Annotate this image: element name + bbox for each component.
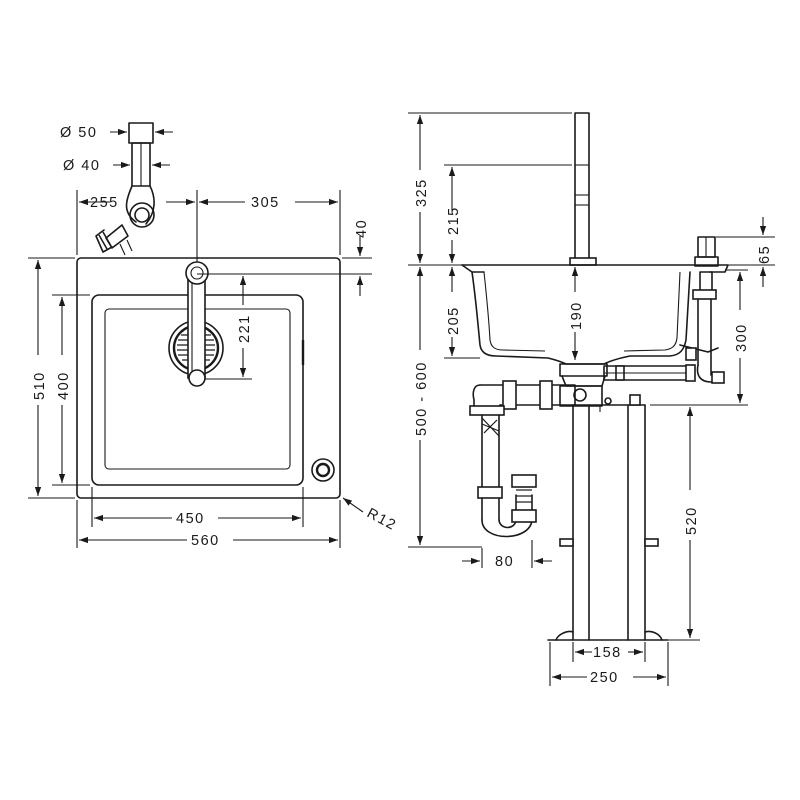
dim-dispenser: 65 [757, 245, 773, 264]
dim-width-inner: 450 [176, 511, 205, 527]
dim-left-offset: 255 [90, 195, 119, 211]
faucet-icon [185, 261, 209, 387]
cabinet-stand-icon [547, 394, 669, 641]
dim-height-inner: 400 [56, 371, 72, 400]
dim-width-outer: 560 [191, 533, 220, 549]
dim-pipe-inner: Ø 40 [63, 158, 100, 174]
dim-bowl-center: 190 [569, 301, 585, 330]
dim-tap-reach: 221 [237, 314, 253, 343]
sink-profile [461, 264, 729, 365]
tap-column-icon [569, 112, 597, 266]
dim-pipe-outer: Ø 50 [60, 125, 97, 141]
dim-trap-width: 80 [495, 554, 514, 570]
dim-mount-height: 500 - 600 [414, 361, 430, 436]
dim-tap-total: 325 [414, 178, 430, 207]
dim-cabinet-height: 520 [684, 506, 700, 535]
dim-bowl-depth: 205 [446, 306, 462, 335]
dim-radius: R12 [364, 505, 399, 534]
sink-trap-icon [469, 380, 576, 538]
overflow-icon [311, 458, 335, 482]
dim-leg-outer: 250 [590, 670, 619, 686]
dim-leg-inner: 158 [593, 645, 622, 661]
dim-side-depth: 300 [734, 323, 750, 352]
sink-outer-outline [76, 257, 341, 499]
side-view: 325 215 205 190 500 - 600 80 65 [408, 112, 775, 686]
dim-tap-spout: 215 [446, 206, 462, 235]
dim-right-offset: 305 [251, 195, 280, 211]
waste-pipe-icon [95, 122, 155, 256]
top-view: Ø 50 Ø 40 255 305 40 510 400 [28, 122, 399, 549]
drain-assembly-icon [559, 363, 696, 407]
dim-height-outer: 510 [32, 371, 48, 400]
dim-top-gap: 40 [354, 219, 370, 238]
soap-dispenser-icon [685, 236, 725, 384]
